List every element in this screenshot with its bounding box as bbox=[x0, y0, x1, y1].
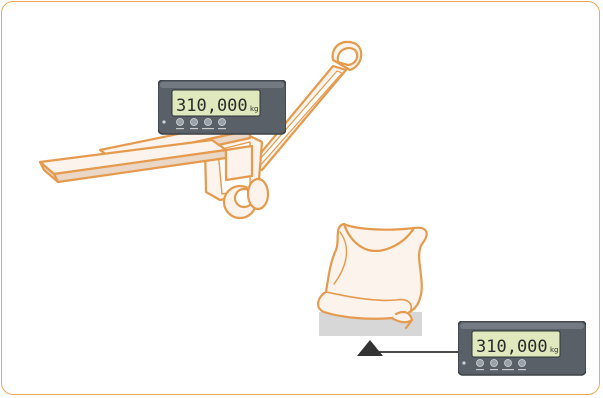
lcd-reading: 310,000 bbox=[476, 337, 548, 357]
indicator-button[interactable] bbox=[505, 360, 512, 367]
indicator-button[interactable] bbox=[491, 360, 498, 367]
indicator-button[interactable] bbox=[205, 119, 212, 126]
lcd-reading: 310,000 bbox=[176, 96, 248, 116]
indicator-button[interactable] bbox=[219, 119, 226, 126]
indicator-button[interactable] bbox=[519, 360, 526, 367]
indicator-button[interactable] bbox=[477, 360, 484, 367]
indicator-button[interactable] bbox=[191, 119, 198, 126]
lcd-unit: kg bbox=[250, 105, 259, 113]
lcd-unit: kg bbox=[550, 346, 559, 354]
pointer-arrow-icon bbox=[357, 340, 462, 356]
sack-icon bbox=[318, 224, 427, 328]
weight-indicator-top: 310,000 kg bbox=[158, 80, 286, 142]
weight-indicator-bottom: 310,000 kg bbox=[458, 321, 586, 383]
indicator-button[interactable] bbox=[177, 119, 184, 126]
